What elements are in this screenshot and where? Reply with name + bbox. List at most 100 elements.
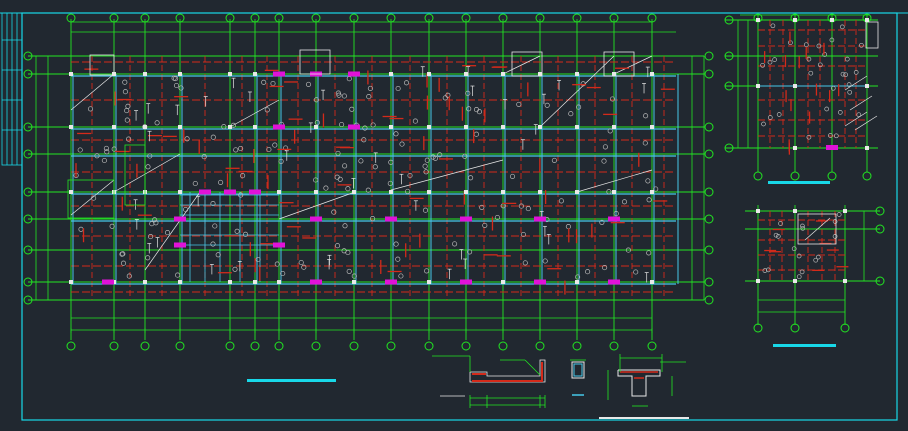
pile-icon (372, 164, 378, 170)
pile-icon (422, 207, 429, 213)
column-square-icon (830, 18, 834, 22)
pile-icon (403, 80, 410, 86)
pile-icon (238, 145, 244, 152)
pile-icon (125, 103, 131, 109)
pile-icon (124, 108, 130, 114)
column-square-icon (352, 280, 356, 284)
pile-icon (466, 106, 472, 112)
pile-icon (264, 107, 270, 113)
stair-well-box (67, 179, 115, 219)
upper-detail-title-bar (768, 181, 830, 184)
pile-icon (233, 147, 239, 153)
pile-icon (210, 201, 216, 207)
axis-bubble-icon (704, 277, 714, 287)
axis-bubble-icon (461, 341, 471, 351)
pile-icon (808, 70, 814, 76)
axis-bubble-icon (724, 143, 734, 153)
axis-bubble-icon (753, 171, 763, 181)
pile-icon (124, 117, 130, 123)
column-square-icon (464, 190, 468, 194)
pile-icon (152, 217, 158, 223)
axis-bubble-icon (23, 51, 33, 61)
pile-icon (218, 179, 224, 185)
pile-icon (145, 255, 151, 261)
column-square-icon (612, 190, 616, 194)
stair-detail-box (89, 54, 115, 76)
column-square-icon (650, 280, 654, 284)
pile-icon (796, 253, 802, 259)
pile-icon (345, 186, 351, 192)
column-magenta (273, 242, 285, 248)
axis-bubble-icon (386, 341, 396, 351)
opening-diagonal (144, 191, 201, 271)
pile-icon (393, 241, 399, 247)
axis-bubble-icon (704, 149, 714, 159)
column-square-icon (389, 72, 393, 76)
pile-icon (362, 125, 368, 131)
axis-bubble-icon (827, 171, 837, 181)
opening-diagonal (844, 75, 868, 91)
column-square-icon (427, 125, 431, 129)
pile-icon (153, 220, 159, 226)
pile-icon (613, 211, 619, 217)
column-square-icon (69, 190, 73, 194)
pile-icon (846, 82, 852, 87)
pile-icon (602, 265, 608, 271)
pile-icon (313, 177, 319, 183)
pile-icon (833, 133, 839, 139)
pile-icon (479, 204, 485, 210)
opening-diagonal (113, 153, 181, 193)
column-magenta (310, 279, 322, 285)
column-square-icon (253, 72, 257, 76)
column-square-icon (756, 209, 760, 213)
column-square-icon (756, 279, 760, 283)
pile-icon (272, 142, 278, 148)
axis-bubble-icon (311, 341, 321, 351)
pile-icon (473, 131, 479, 137)
pile-icon (358, 158, 364, 164)
pile-icon (772, 57, 777, 62)
column-square-icon (793, 279, 797, 283)
pile-icon (815, 254, 821, 260)
pile-icon (91, 195, 97, 201)
column-square-icon (112, 125, 116, 129)
column-square-icon (253, 125, 257, 129)
opening-diagonal (849, 95, 873, 111)
pile-icon (283, 145, 289, 151)
column-square-icon (501, 190, 505, 194)
pile-icon (816, 43, 822, 49)
pile-icon (599, 219, 605, 225)
column-square-icon (538, 125, 542, 129)
pile-icon (126, 136, 132, 142)
pile-icon (278, 158, 284, 164)
column-square-icon (314, 190, 318, 194)
column-magenta (174, 242, 186, 248)
pile-icon (301, 264, 307, 270)
pile-icon (184, 136, 190, 142)
pile-icon (215, 252, 221, 258)
column-square-icon (228, 280, 232, 284)
pile-icon (238, 192, 244, 198)
pile-icon (336, 92, 342, 98)
pile-icon (234, 228, 240, 234)
column-square-icon (650, 72, 654, 76)
pile-icon (422, 163, 428, 169)
column-square-icon (69, 72, 73, 76)
pile-icon (210, 241, 216, 247)
pile-icon (803, 42, 809, 48)
axis-bubble-icon (704, 295, 714, 305)
pile-icon (778, 221, 783, 226)
column-square-icon (464, 72, 468, 76)
pile-icon (645, 178, 651, 184)
pile-icon (365, 187, 371, 193)
column-magenta (385, 279, 397, 285)
pile-icon (178, 85, 184, 91)
opening-diagonal (844, 111, 868, 127)
pile-icon (120, 260, 127, 266)
pile-icon (173, 76, 179, 82)
pile-icon (210, 134, 216, 140)
axis-bubble-icon (66, 341, 76, 351)
opening-diagonal (539, 55, 615, 128)
pile-icon (646, 197, 652, 203)
column-square-icon (69, 280, 73, 284)
